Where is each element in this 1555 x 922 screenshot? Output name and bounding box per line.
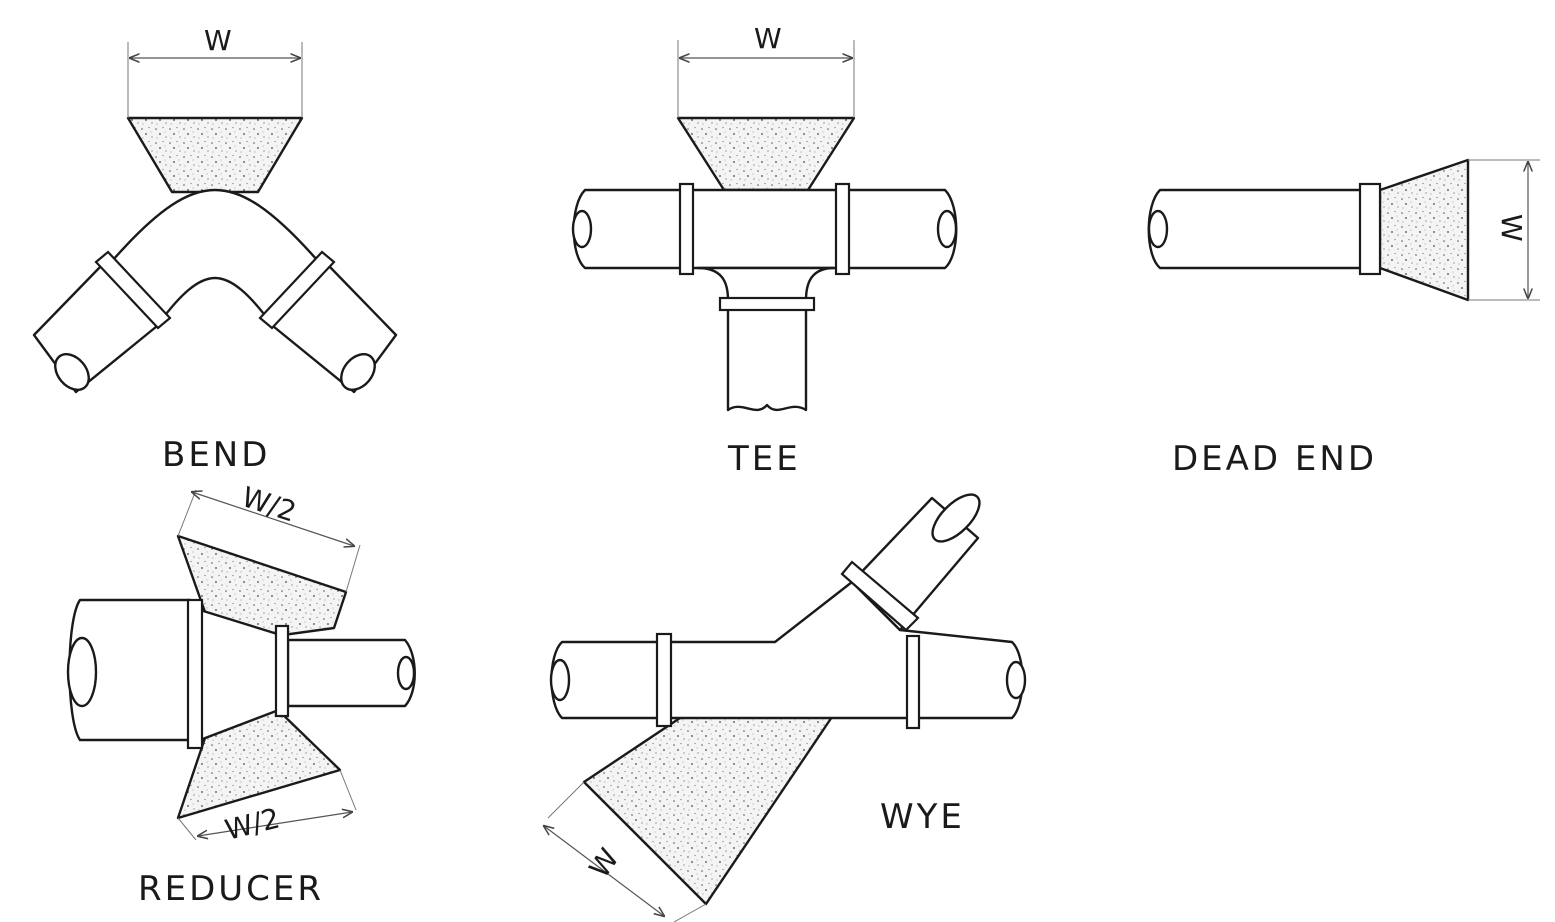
dead-end-thrust-block (1378, 158, 1470, 302)
tee-label: TEE (727, 439, 801, 479)
tee-fitting: W TEE (571, 22, 958, 479)
dead-end-label: DEAD END (1172, 439, 1377, 479)
bend-label: BEND (162, 435, 270, 475)
dead-end-fitting: W DEAD END (1147, 158, 1540, 479)
reducer-top-dim-label: W/2 (238, 480, 300, 528)
bend-thrust-block (126, 116, 304, 194)
dead-end-width-label: W (1495, 214, 1528, 242)
wye-width-label: W (583, 842, 626, 884)
reducer-label: REDUCER (138, 869, 324, 909)
bend-width-label: W (204, 24, 232, 57)
wye-fitting: W WYE (544, 493, 1027, 922)
tee-thrust-block (676, 116, 856, 192)
reducer-fitting: W/2 W/2 REDUCER (66, 480, 416, 909)
bend-fitting: W BEND (32, 24, 398, 475)
reducer-bottom-dim-label: W/2 (222, 801, 283, 846)
wye-thrust-block (582, 706, 840, 906)
tee-width-label: W (754, 22, 782, 55)
wye-label: WYE (880, 797, 965, 837)
